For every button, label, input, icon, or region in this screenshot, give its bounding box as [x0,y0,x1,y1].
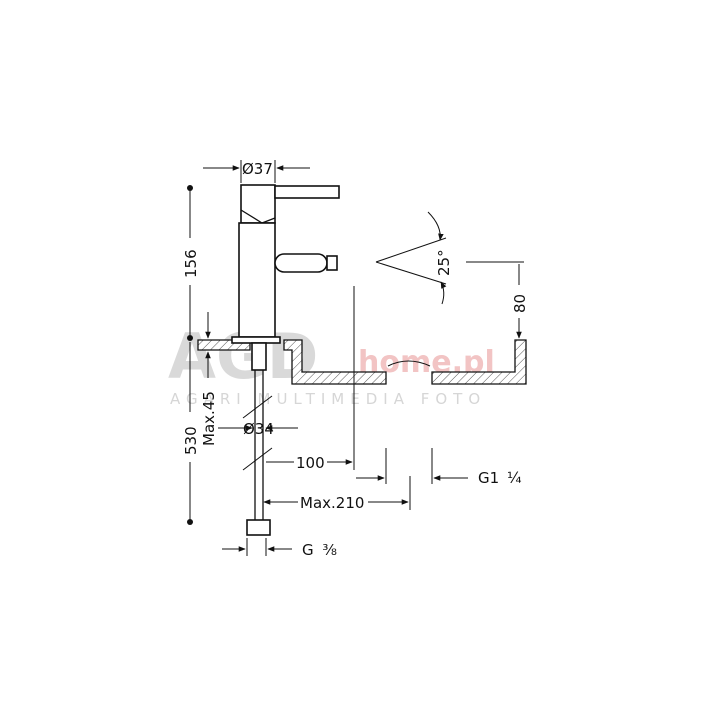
dim-spout-diameter: Ø37 [203,160,310,183]
watermark-tagline: AGARI MULTIMEDIA FOTO [170,390,486,408]
dim-height-total: 156 [182,185,200,341]
dim-hose-length: 530 [182,342,200,525]
label-hose-length: 530 [182,426,200,455]
faucet [231,184,340,536]
fixing-rod [251,342,267,371]
svg-text:G1 ¼: G1 ¼ [478,469,522,487]
label-spout-height: 80 [511,294,529,313]
dim-max-distance: Max.210 [263,476,411,512]
dim-spout-height: 80 [466,261,529,339]
connector-hose-text: G [302,541,314,559]
break-mark-1 [242,395,273,419]
label-connector-pipe: G1 ¼ [478,469,522,487]
faucet-base [231,336,281,344]
hose-connector [246,519,271,536]
connector-pipe-fraction: ¼ [507,469,522,487]
faucet-cartridge [240,184,276,224]
dim-base-diameter: Ø34 [218,420,298,438]
label-max-thickness: Max.45 [200,391,218,446]
drain-outlet [387,360,431,367]
svg-text:G ⅜: G ⅜ [302,541,337,559]
dim-reach: 100 [266,286,355,472]
label-height-total: 156 [182,249,200,278]
faucet-spout [274,253,328,273]
spout-tip [326,255,338,271]
faucet-body [238,222,276,338]
label-max-distance: Max.210 [300,494,364,512]
dim-max-thickness: Max.45 [200,312,218,446]
dim-connector-hose: G ⅜ [222,538,337,559]
faucet-handle [274,185,340,199]
break-mark-2 [242,447,273,471]
dim-angle: 25° [375,211,453,305]
connector-hose-fraction: ⅜ [322,541,337,559]
label-spout-diameter: Ø37 [242,160,273,178]
bidet-section [431,339,527,385]
label-base-diameter: Ø34 [243,420,274,438]
label-reach: 100 [296,454,325,472]
dim-drain [356,448,468,484]
connector-pipe-text: G1 [478,469,499,487]
label-angle: 25° [435,249,453,276]
countertop-section-right [283,339,387,385]
